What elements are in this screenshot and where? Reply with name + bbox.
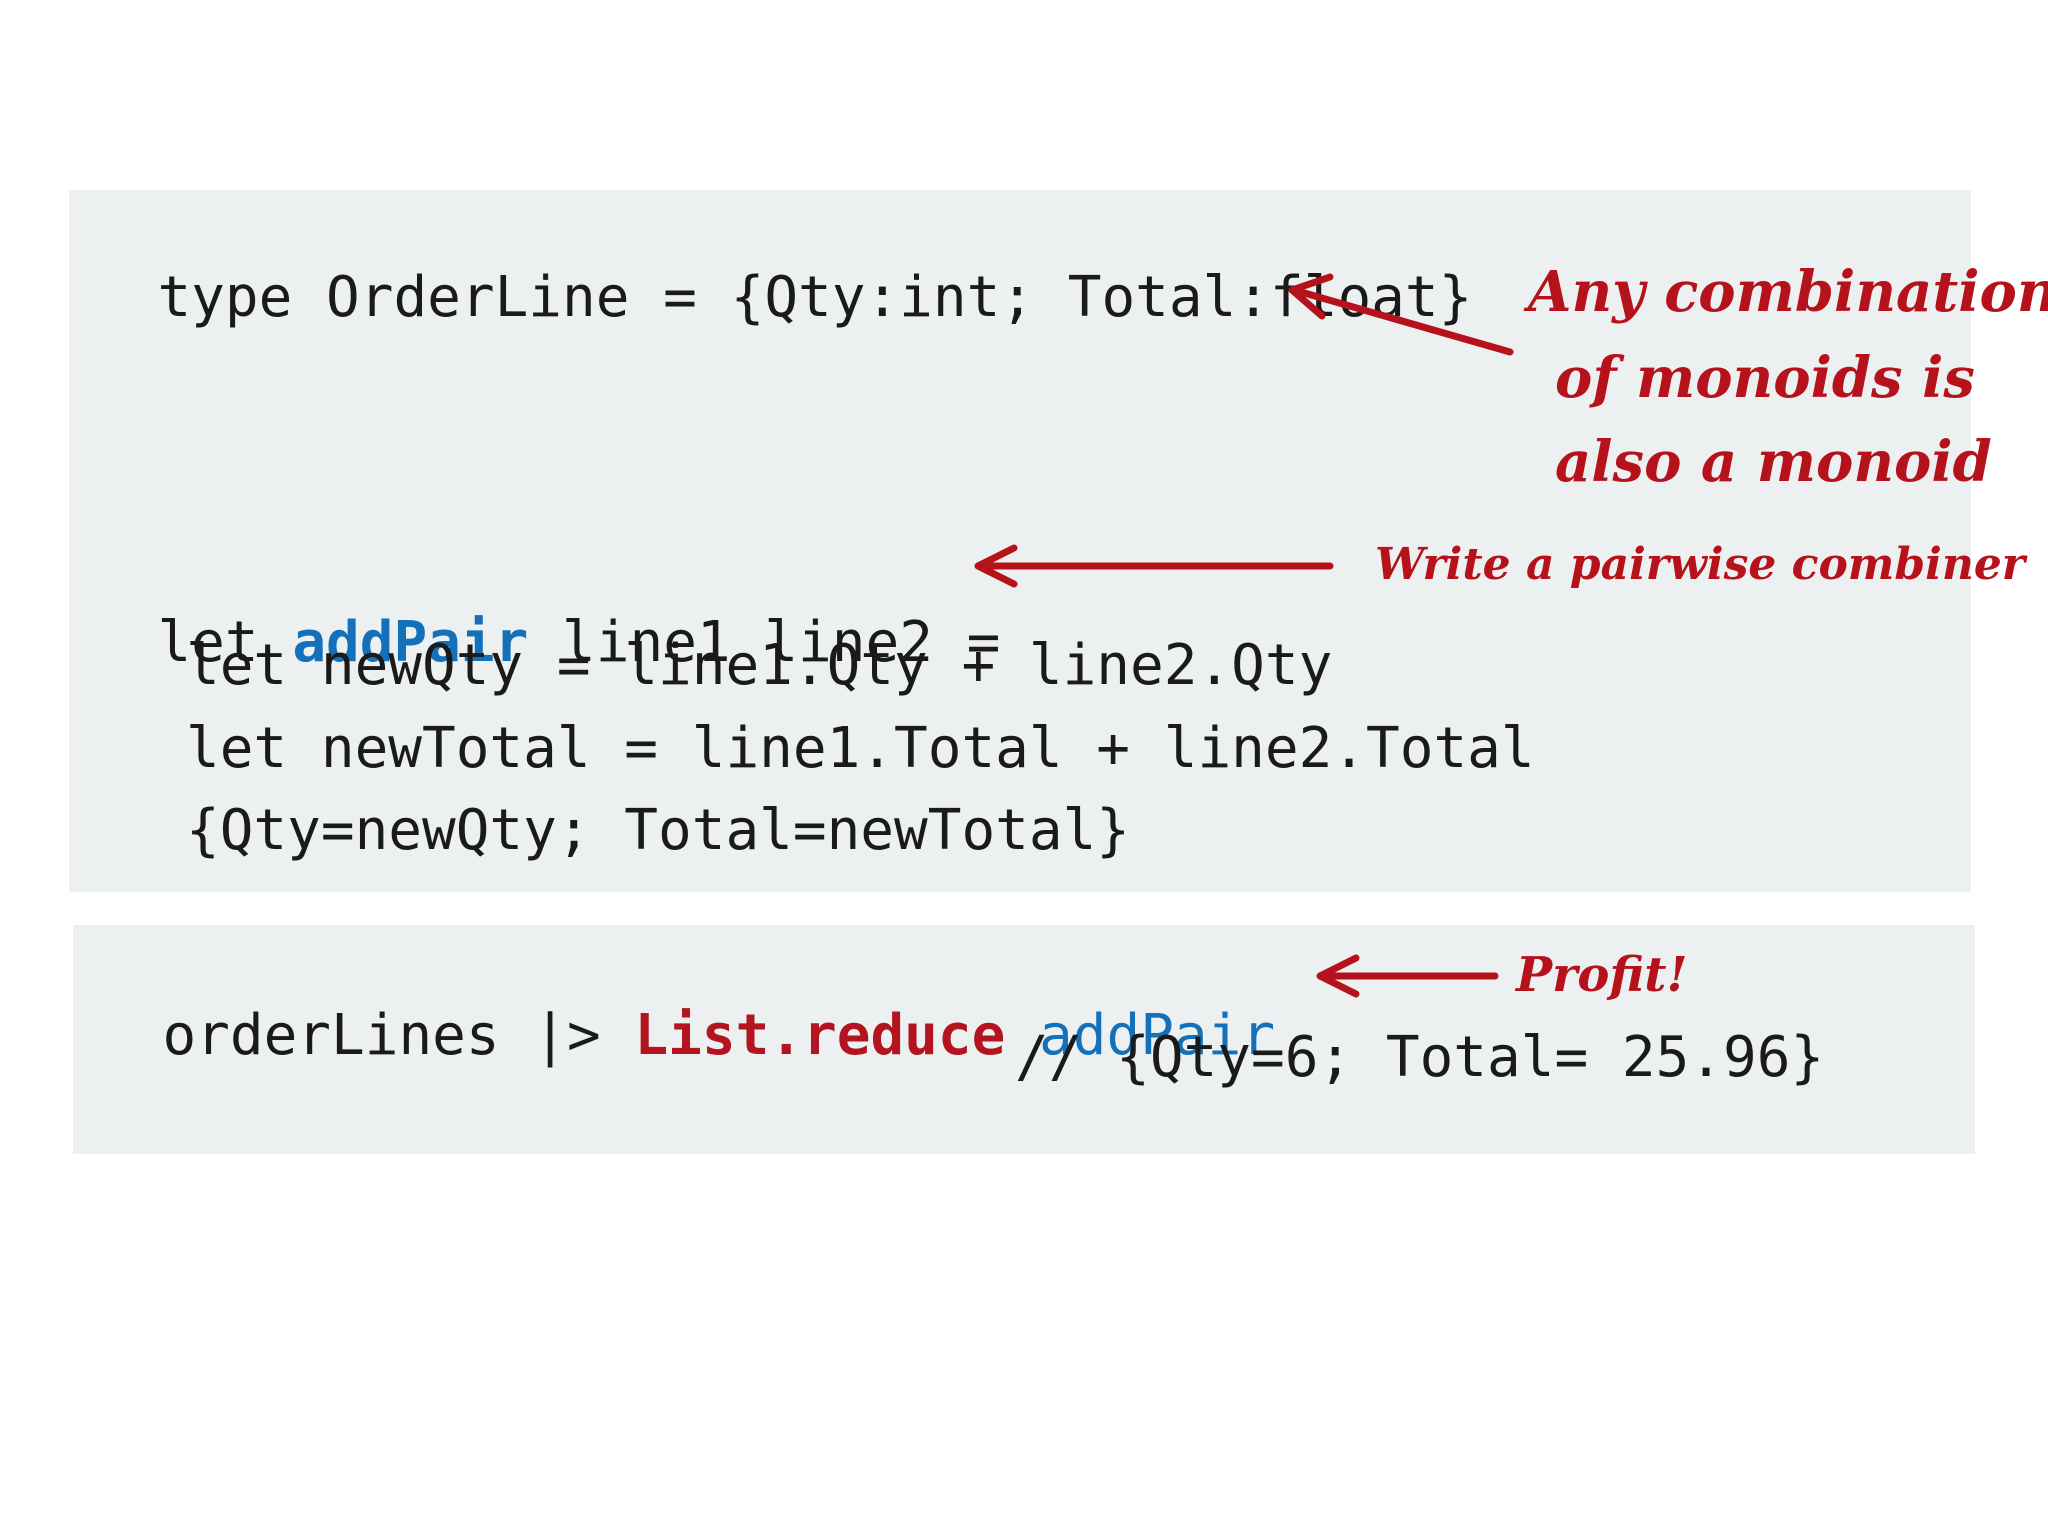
arrow-to-type-definition	[1288, 273, 1514, 356]
record-construction-line: {Qty=newQty; Total=newTotal}	[186, 798, 1131, 863]
type-keyword: type	[157, 265, 293, 330]
arrow-to-reduce-call	[1316, 954, 1499, 998]
monoid-note-line-2: of monoids is	[1555, 345, 1975, 411]
reduce-usage-line: orderLines |> List.reduce addPair	[95, 946, 1275, 1066]
pipe-source: orderLines |>	[162, 1003, 601, 1068]
arrow-to-function-signature	[974, 544, 1334, 588]
monoid-note-line-1: Any combination	[1528, 259, 2048, 325]
profit-note: Profit!	[1516, 947, 1688, 1003]
function-signature-line: let addPair line1 line2 =	[90, 553, 1000, 673]
monoid-note-line-3: also a monoid	[1555, 429, 1992, 495]
new-total-line: let newTotal = line1.Total + line2.Total	[186, 716, 1535, 781]
new-qty-line: let newQty = line1.Qty + line2.Qty	[186, 633, 1333, 698]
type-and-function-code-block	[69, 190, 1971, 892]
result-comment: // {Qty=6; Total= 25.96}	[1015, 1025, 1825, 1090]
type-name: OrderLine	[326, 265, 630, 330]
usage-code-block	[73, 925, 1975, 1154]
function-params: line1 line2 =	[562, 610, 1001, 675]
reduce-argument: addPair	[1039, 1003, 1276, 1068]
let-keyword: let	[157, 610, 259, 675]
type-fields: = {Qty:int; Total:float}	[663, 265, 1473, 330]
combiner-note: Write a pairwise combiner	[1375, 539, 2025, 590]
list-reduce-call: List.reduce	[634, 1003, 1006, 1068]
function-name: addPair	[292, 610, 529, 675]
type-definition-line: type OrderLine = {Qty:int; Total:float}	[90, 208, 1472, 328]
